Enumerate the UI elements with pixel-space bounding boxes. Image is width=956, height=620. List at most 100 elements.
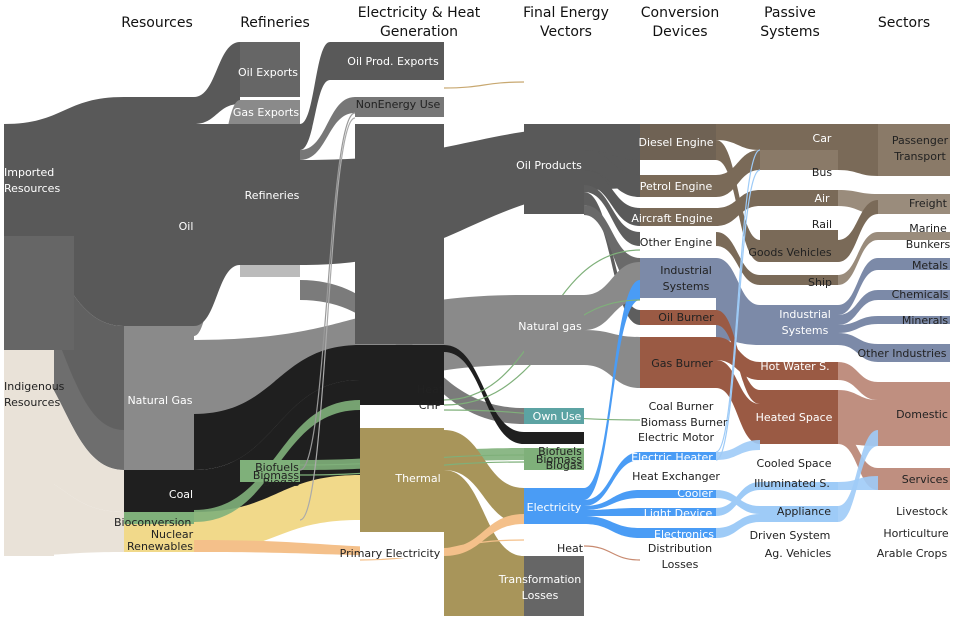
label-petrol-engine: Petrol Engine	[640, 180, 713, 193]
node-gas-burner-node	[640, 337, 716, 388]
node-indigenous-resources-dark	[4, 236, 74, 350]
node-appliance-node	[760, 506, 838, 522]
label-cooled-space: Cooled Space	[757, 457, 832, 470]
label-primary-electricity: Primary Electricity	[340, 547, 441, 560]
node-goods-vehicles-node	[760, 230, 838, 262]
label-chemicals: Chemicals	[892, 288, 949, 301]
column-header-sectors: Sectors	[878, 15, 930, 31]
link-oil-products-to-oil-burner	[584, 192, 640, 325]
label-driven-system: Driven System	[750, 529, 831, 542]
node-freight-node	[878, 194, 950, 214]
link-hot-water-to-domestic	[838, 362, 878, 400]
node-bioconversion-node	[124, 512, 194, 524]
node-aircraft-engine-node	[640, 208, 716, 226]
node-marine-bunkers-node	[878, 232, 950, 240]
label-biomass-burner: Biomass Burner	[641, 416, 728, 429]
label-light-device: Light Device	[644, 507, 713, 520]
label-biogas: Biogas	[263, 476, 300, 489]
link-light-to-illuminated	[716, 482, 760, 516]
node-cooler-node	[640, 490, 716, 498]
node-coal-vec-node	[524, 432, 584, 444]
label-electronics: Electronics	[654, 528, 714, 541]
label-renewables: Renewables	[127, 540, 193, 553]
label-heat-vec: Heat	[557, 542, 584, 555]
link-thermal-to-losses	[444, 470, 524, 616]
node-air-node	[760, 190, 838, 206]
link-renew-to-thermal	[194, 475, 360, 552]
link-thin-grey-1	[299, 112, 356, 471]
node-bio-vec-node	[524, 448, 584, 470]
node-transformation-losses-node	[524, 556, 584, 616]
label-domestic: Domestic	[896, 408, 948, 421]
node-natural-gas-vec-node	[524, 295, 584, 365]
label-arable-crops: Arable Crops	[877, 547, 948, 560]
label-freight: Freight	[909, 197, 948, 210]
link-oil-products-to-other-engine	[584, 185, 640, 246]
label-oil-products: Oil Products	[516, 159, 582, 172]
link-elec-to-electronics	[584, 516, 640, 538]
label-services: Services	[902, 473, 949, 486]
link-illuminated-to-services	[838, 476, 878, 490]
label-biomass-vec: Biomass	[536, 453, 583, 466]
link-electronics-to-appliance	[716, 514, 760, 538]
label-refineries: Refineries	[245, 189, 300, 202]
node-nonenergy-use-node	[355, 97, 444, 117]
node-natural-gas-res-node	[124, 326, 194, 470]
link-refineries-to-oil-prod-exports	[300, 42, 330, 150]
link-heated-to-services	[838, 430, 878, 490]
label-biofuels-vec: Biofuels	[538, 445, 582, 458]
node-electricity-node	[524, 488, 584, 524]
label-thermal: Thermal	[394, 472, 440, 485]
label-oil: Oil	[179, 220, 194, 233]
node-hot-water-node	[760, 362, 838, 380]
label-metals: Metals	[912, 259, 948, 272]
link-oil-products-to-diesel	[584, 124, 640, 160]
link-industrial-to-other-ind	[838, 333, 878, 362]
link-coal-to-heat-chp	[194, 345, 360, 470]
link-natgas-to-industrial	[584, 262, 640, 330]
column-header-resources: Resources	[121, 15, 193, 31]
label-minerals: Minerals	[902, 314, 949, 327]
label-electric-heater: Electric Heater	[631, 451, 713, 464]
label-nonenergy-use: NonEnergy Use	[356, 98, 441, 111]
link-oil-products-to-petrol	[584, 150, 640, 197]
node-car-node-2	[760, 150, 838, 170]
label-oil-burner: Oil Burner	[658, 311, 714, 324]
node-oil-prod-exports-node	[330, 42, 444, 80]
label-biogas-vec: Biogas	[546, 459, 583, 472]
link-ship-to-marine	[838, 232, 878, 285]
label-gas-exports: Gas Exports	[233, 106, 300, 119]
label-aircraft-engine: Aircraft Engine	[631, 212, 713, 225]
node-other-industries-node	[878, 344, 950, 362]
link-thin-blue-2	[715, 169, 761, 461]
label-air: Air	[814, 192, 830, 205]
node-car-node	[760, 124, 838, 150]
node-thermal-node	[360, 428, 444, 532]
label-goods-vehicles: Goods Vehicles	[748, 246, 832, 259]
label-hot-water: Hot Water S.	[760, 360, 829, 373]
link-thermal-to-electricity	[444, 430, 524, 524]
link-chp-to-electricity-coal	[444, 345, 524, 444]
link-elec-to-industrial	[584, 280, 640, 500]
link-refineries-to-nonenergy	[300, 97, 355, 160]
node-own-use-node	[524, 408, 584, 424]
node-diesel-engine-node	[640, 124, 716, 160]
flow-nodes	[4, 42, 950, 616]
label-gas-burner: Gas Burner	[651, 357, 713, 370]
node-oil-products-node	[524, 124, 584, 214]
label-coal: Coal	[169, 488, 193, 501]
node-biofuels-node	[240, 460, 300, 482]
node-heat-chp-node	[360, 345, 444, 405]
link-elec-heater-to-hot-water	[716, 440, 760, 460]
node-petrol-engine-node	[640, 175, 716, 197]
column-header-refineries: Refineries	[240, 15, 310, 31]
link-elec-to-electric-heater	[584, 452, 640, 506]
label-coal-burner: Coal Burner	[649, 400, 714, 413]
